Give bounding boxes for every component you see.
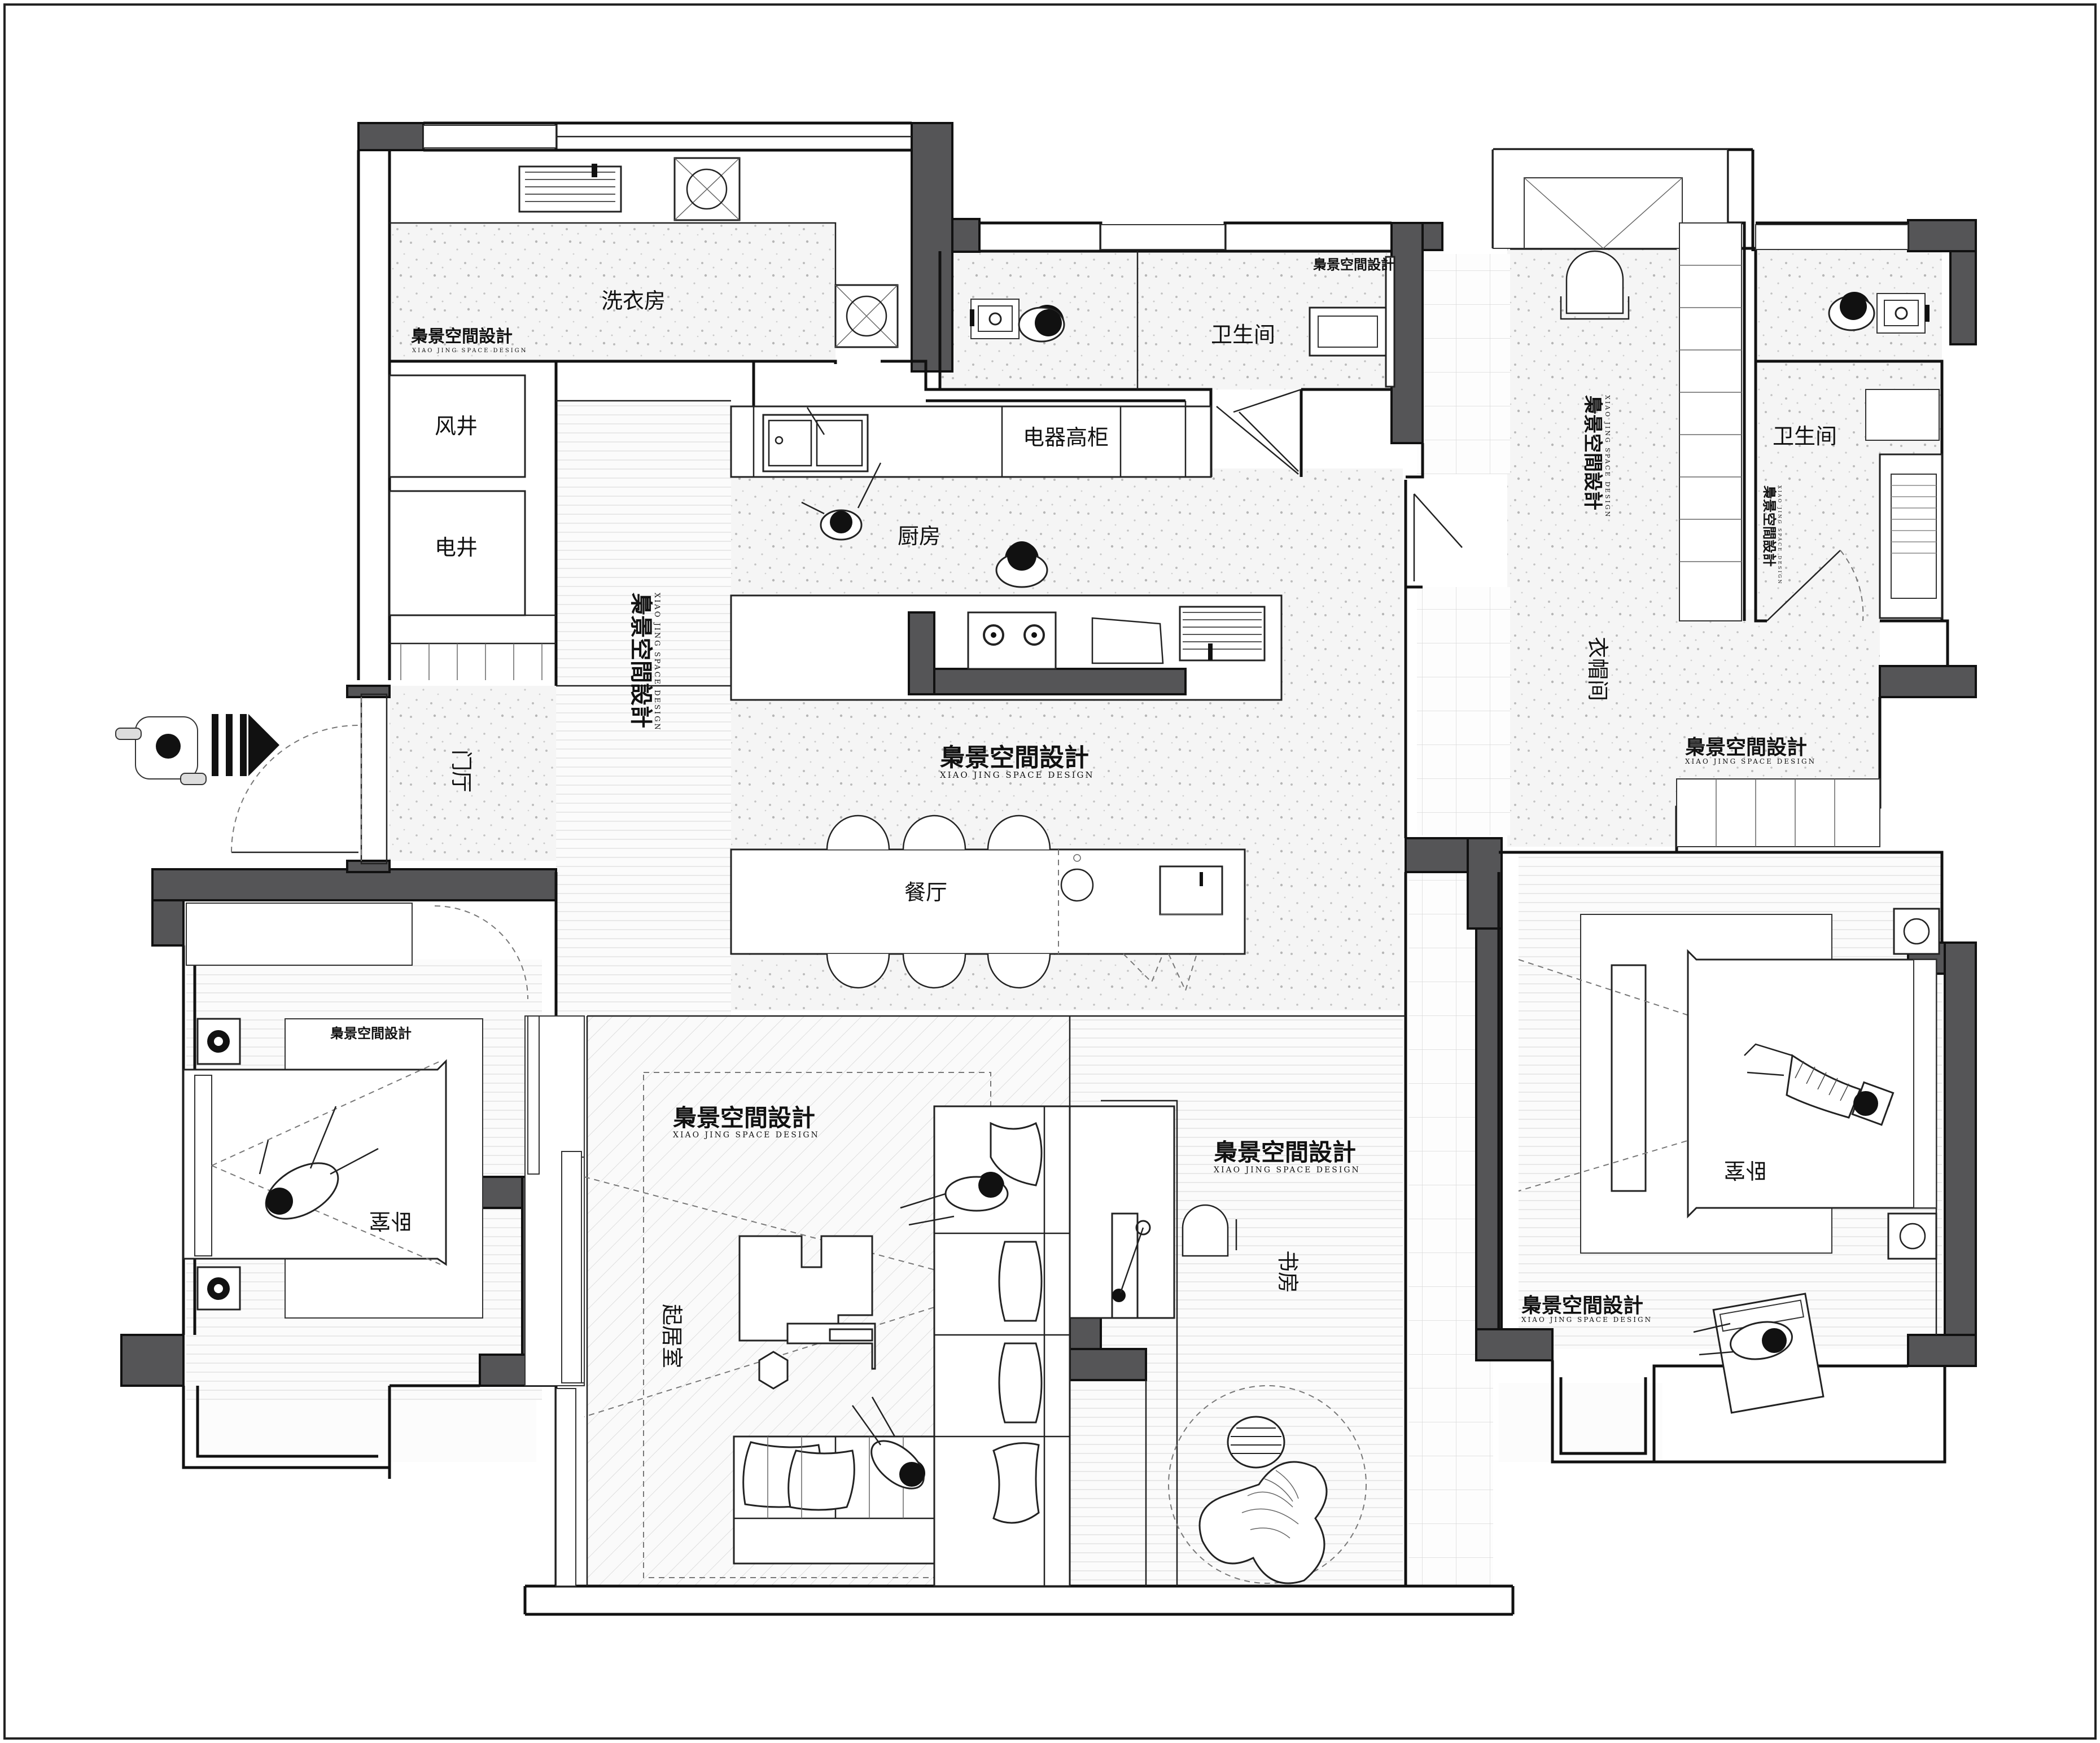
svg-text:XIAO JING SPACE DESIGN: XIAO JING SPACE DESIGN xyxy=(1604,395,1611,518)
svg-text:梟景空間設計: 梟景空間設計 xyxy=(410,327,513,347)
bedroom-west-furniture xyxy=(182,903,540,1319)
watermark-center: 梟景空間設計 XIAO JING SPACE DESIGN xyxy=(939,743,1095,780)
dining-table xyxy=(730,814,1246,992)
svg-text:XIAO JING SPACE DESIGN: XIAO JING SPACE DESIGN xyxy=(673,1131,820,1140)
svg-text:梟景空間設計: 梟景空間設計 xyxy=(1313,256,1394,273)
label-living: 起居室 xyxy=(659,1304,683,1368)
bathroom-north-fixtures xyxy=(970,251,1395,472)
label-electric-shaft: 电井 xyxy=(435,536,478,560)
room-labels: 洗衣房 风井 电井 门厅 厨房 电器高柜 卫生间 卫生间 衣帽间 餐厅 起居室 … xyxy=(369,290,1837,1368)
label-dining: 餐厅 xyxy=(904,881,947,905)
kitchen-fixtures xyxy=(730,401,1463,701)
svg-text:XIAO JING SPACE DESIGN: XIAO JING SPACE DESIGN xyxy=(1214,1166,1360,1175)
label-bedroom-east: 卧室 xyxy=(1724,1158,1767,1181)
svg-text:XIAO JING SPACE DESIGN: XIAO JING SPACE DESIGN xyxy=(1685,757,1816,765)
svg-text:XIAO JING SPACE DESIGN: XIAO JING SPACE DESIGN xyxy=(1777,485,1782,585)
cloakroom-fixtures xyxy=(1560,222,1880,847)
watermark-west-bedroom: 梟景空間設計 xyxy=(330,1025,412,1041)
watermark-cloakroom: 梟景空間設計 XIAO JING SPACE DESIGN xyxy=(1581,395,1611,518)
watermark-cloak-corner: 梟景空間設計 XIAO JING SPACE DESIGN xyxy=(1685,735,1816,765)
svg-text:梟景空間設計: 梟景空間設計 xyxy=(330,1025,412,1041)
svg-text:XIAO JING SPACE DESIGN: XIAO JING SPACE DESIGN xyxy=(940,770,1095,780)
shafts xyxy=(388,374,556,680)
person-icon xyxy=(115,716,207,785)
entry-arrow-icon xyxy=(212,714,279,776)
label-study: 书房 xyxy=(1275,1250,1299,1293)
laundry-fixtures xyxy=(390,157,899,402)
label-laundry: 洗衣房 xyxy=(601,290,666,313)
svg-text:梟景空間設計: 梟景空間設計 xyxy=(1581,395,1604,510)
outer-frame xyxy=(3,3,2097,1740)
svg-text:XIAO JING SPACE DESIGN: XIAO JING SPACE DESIGN xyxy=(1521,1316,1652,1324)
label-bathroom-north: 卫生间 xyxy=(1211,323,1275,347)
svg-text:梟景空間設計: 梟景空間設計 xyxy=(628,592,654,728)
svg-text:XIAO JING SPACE DESIGN: XIAO JING SPACE DESIGN xyxy=(412,348,527,354)
label-foyer: 门厅 xyxy=(449,750,473,792)
svg-text:梟景空間設計: 梟景空間設計 xyxy=(672,1104,815,1132)
watermark-living: 梟景空間設計 XIAO JING SPACE DESIGN xyxy=(672,1104,820,1140)
watermark-laundry: 梟景空間設計 XIAO JING SPACE DESIGN xyxy=(410,327,527,354)
watermark-east-bath: 梟景空間設計 XIAO JING SPACE DESIGN xyxy=(1761,485,1782,585)
label-kitchen: 厨房 xyxy=(898,525,940,549)
living-room-furniture xyxy=(561,1072,1071,1587)
watermark-study: 梟景空間設計 XIAO JING SPACE DESIGN xyxy=(1213,1138,1360,1175)
label-bedroom-west: 卧室 xyxy=(369,1208,412,1232)
svg-text:梟景空間設計: 梟景空間設計 xyxy=(939,743,1089,772)
label-tall-cabinet: 电器高柜 xyxy=(1023,426,1109,450)
watermark-north-bath: 梟景空間設計 xyxy=(1313,256,1394,273)
label-bathroom-east: 卫生间 xyxy=(1773,425,1837,449)
watermark-east-bedroom: 梟景空間設計 XIAO JING SPACE DESIGN xyxy=(1521,1294,1652,1324)
watermark-corridor: 梟景空間設計 XIAO JING SPACE DESIGN xyxy=(628,592,661,732)
label-cloakroom: 衣帽间 xyxy=(1585,637,1609,701)
svg-text:XIAO JING SPACE DESIGN: XIAO JING SPACE DESIGN xyxy=(653,593,661,732)
entry-door[interactable] xyxy=(231,693,388,865)
svg-text:梟景空間設計: 梟景空間設計 xyxy=(1685,735,1807,759)
bedroom-east-furniture xyxy=(1518,908,1940,1414)
svg-text:梟景空間設計: 梟景空間設計 xyxy=(1521,1294,1643,1317)
study-furniture xyxy=(1069,1105,1367,1584)
svg-text:梟景空間設計: 梟景空間設計 xyxy=(1761,485,1778,567)
watermarks: 梟景空間設計 XIAO JING SPACE DESIGN 梟景空間設計 XIA… xyxy=(330,256,1816,1324)
label-air-shaft: 风井 xyxy=(435,415,478,439)
svg-text:梟景空間設計: 梟景空間設計 xyxy=(1213,1138,1356,1166)
bathroom-east-fixtures xyxy=(1766,292,1943,621)
